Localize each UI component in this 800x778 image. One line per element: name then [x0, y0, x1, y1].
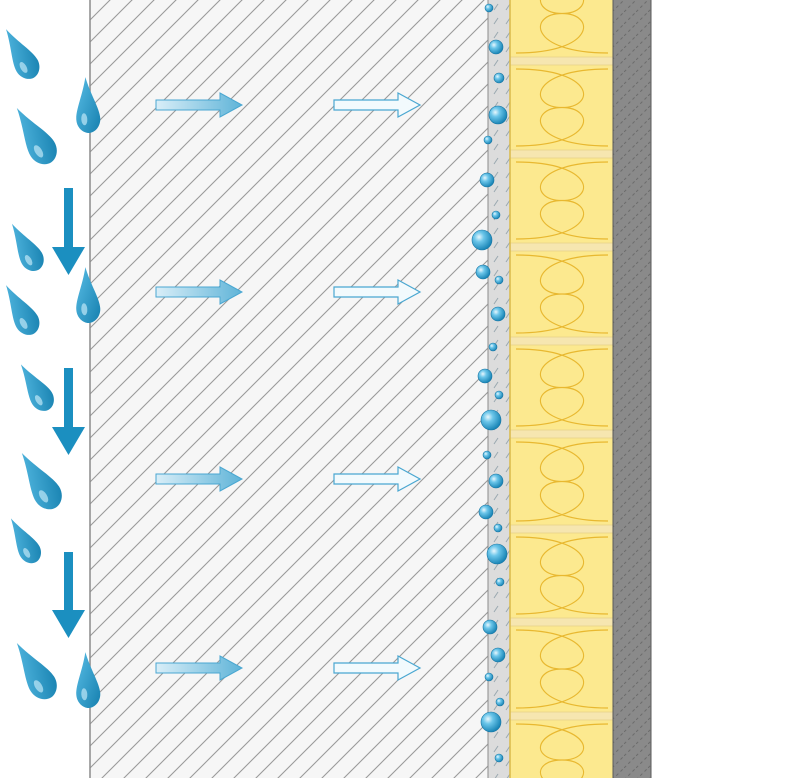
water-bubble-icon: [479, 172, 495, 188]
downpour-arrows: [52, 188, 85, 638]
water-bubble-icon: [484, 3, 494, 13]
water-bubble-icon: [488, 342, 498, 352]
arrow-down-icon: [52, 368, 85, 455]
water-bubble-icon: [480, 711, 502, 733]
moisture-bubbles: [471, 3, 508, 763]
arrow-right-icon: [155, 279, 244, 305]
insulation-batt-pattern: [515, 441, 609, 522]
raindrop-icon: [16, 642, 57, 700]
water-bubble-icon: [493, 72, 505, 84]
stud: [509, 429, 614, 439]
raindrop-icon: [10, 518, 42, 564]
insulation-batt-pattern: [515, 723, 609, 778]
insulation-batt-pattern: [515, 68, 609, 147]
water-bubble-icon: [482, 619, 498, 635]
water-bubble-icon: [477, 368, 493, 384]
insulation-batt-pattern: [515, 254, 609, 334]
insulation-batt-pattern: [515, 629, 609, 709]
arrow-right-icon: [155, 655, 244, 681]
water-bubble-icon: [478, 504, 494, 520]
insulation-batt-pattern: [515, 0, 609, 54]
rain-group: [6, 29, 101, 708]
membrane-layer: [488, 0, 510, 778]
water-bubble-icon: [494, 275, 504, 285]
water-bubble-icon: [493, 523, 503, 533]
arrow-down-icon: [52, 552, 85, 638]
raindrop-icon: [11, 223, 44, 272]
stud: [509, 149, 614, 159]
water-bubble-icon: [480, 409, 502, 431]
water-bubble-icon: [494, 753, 504, 763]
flow-arrows: [155, 91, 422, 682]
water-bubble-icon: [488, 473, 504, 489]
water-bubble-icon: [488, 105, 508, 125]
stud: [509, 242, 614, 252]
water-bubble-icon: [491, 210, 501, 220]
arrow-right-outline-icon: [333, 654, 422, 682]
water-bubble-icon: [488, 39, 504, 55]
raindrop-icon: [76, 267, 101, 323]
water-bubble-icon: [471, 229, 493, 251]
insulation-batt-pattern: [515, 161, 609, 240]
wall-hatch: [90, 0, 488, 778]
water-bubble-icon: [495, 577, 505, 587]
stud: [509, 711, 614, 721]
insulation-batt-pattern: [515, 536, 609, 615]
raindrop-icon: [16, 107, 57, 165]
water-bubble-icon: [490, 306, 506, 322]
arrow-down-icon: [52, 188, 85, 275]
raindrop-icon: [6, 29, 40, 79]
arrow-right-outline-icon: [333, 465, 422, 493]
raindrop-icon: [76, 77, 101, 133]
water-bubble-icon: [483, 135, 493, 145]
stud: [509, 56, 614, 66]
raindrop-icon: [6, 285, 40, 335]
stud: [509, 617, 614, 627]
water-bubble-icon: [490, 647, 506, 663]
water-bubble-icon: [494, 390, 504, 400]
arrow-right-icon: [155, 92, 244, 118]
raindrop-icon: [20, 364, 54, 411]
stud: [509, 336, 614, 346]
water-bubble-icon: [482, 450, 492, 460]
insulation-batt-pattern: [515, 348, 609, 427]
insulation-layer: [509, 0, 614, 778]
arrow-right-outline-icon: [333, 278, 422, 306]
arrow-right-outline-icon: [333, 91, 422, 119]
water-bubble-icon: [475, 264, 491, 280]
stud: [509, 524, 614, 534]
arrow-right-icon: [155, 466, 244, 492]
raindrop-icon: [21, 452, 62, 510]
board-layer: [613, 0, 651, 778]
raindrop-icon: [76, 652, 101, 708]
water-bubble-icon: [486, 543, 508, 565]
water-bubble-icon: [495, 697, 505, 707]
water-bubble-icon: [484, 672, 494, 682]
